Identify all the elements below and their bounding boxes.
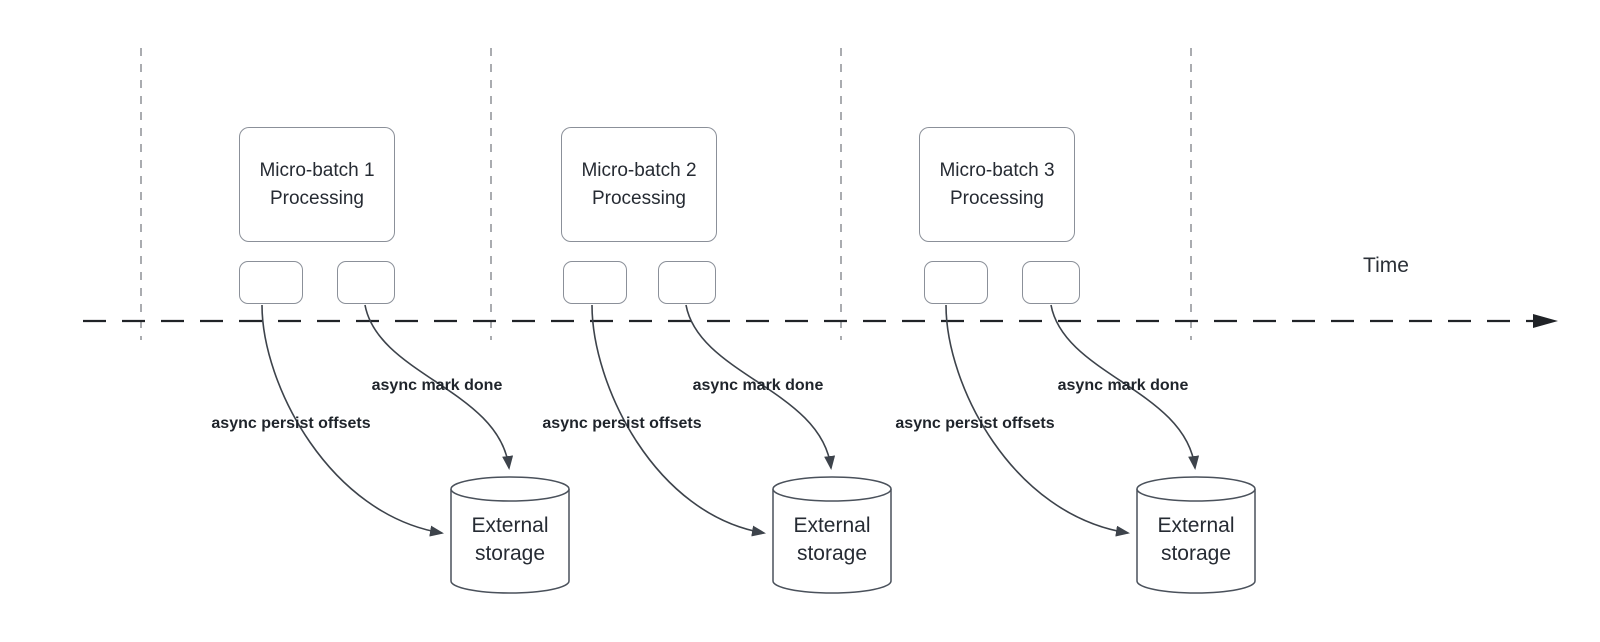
micro-batch-3-processing-box: Micro-batch 3 Processing (919, 127, 1075, 242)
persist-offsets-arrow-2 (591, 304, 766, 537)
mark-done-arrow-1 (364, 304, 514, 470)
micro-batch-2-processing-box: Micro-batch 2 Processing (561, 127, 717, 242)
micro-batch-1-processing-box: Micro-batch 1 Processing (239, 127, 395, 242)
time-axis-label: Time (1363, 254, 1409, 277)
storage-cylinder-1 (450, 476, 570, 594)
mark-done-arrow-2 (685, 304, 836, 470)
batch-2-commit-box (658, 261, 716, 304)
batch-2-mark-done-label: async mark done (692, 377, 824, 394)
batch-2-offsets-box (563, 261, 627, 304)
batch-3-offsets-box (924, 261, 988, 304)
batch-2-persist-offsets-label: async persist offsets (542, 415, 702, 432)
batch-1-commit-box (337, 261, 395, 304)
batch-3-persist-offsets-label: async persist offsets (895, 415, 1055, 432)
mark-done-arrow-3 (1050, 304, 1200, 470)
batch-1-mark-done-label: async mark done (371, 377, 503, 394)
batch-1-external-storage-label: External storage (471, 514, 549, 565)
batch-1-persist-offsets-label: async persist offsets (211, 415, 371, 432)
batch-1-offsets-box (239, 261, 303, 304)
persist-offsets-arrow-1 (261, 304, 444, 537)
batch-2-external-storage-label: External storage (793, 514, 871, 565)
storage-cylinder-2 (772, 476, 892, 594)
batch-3-external-storage-label: External storage (1157, 514, 1235, 565)
batch-3-commit-box (1022, 261, 1080, 304)
persist-offsets-arrow-3 (945, 304, 1130, 537)
batch-3-mark-done-label: async mark done (1057, 377, 1189, 394)
storage-cylinder-3 (1136, 476, 1256, 594)
